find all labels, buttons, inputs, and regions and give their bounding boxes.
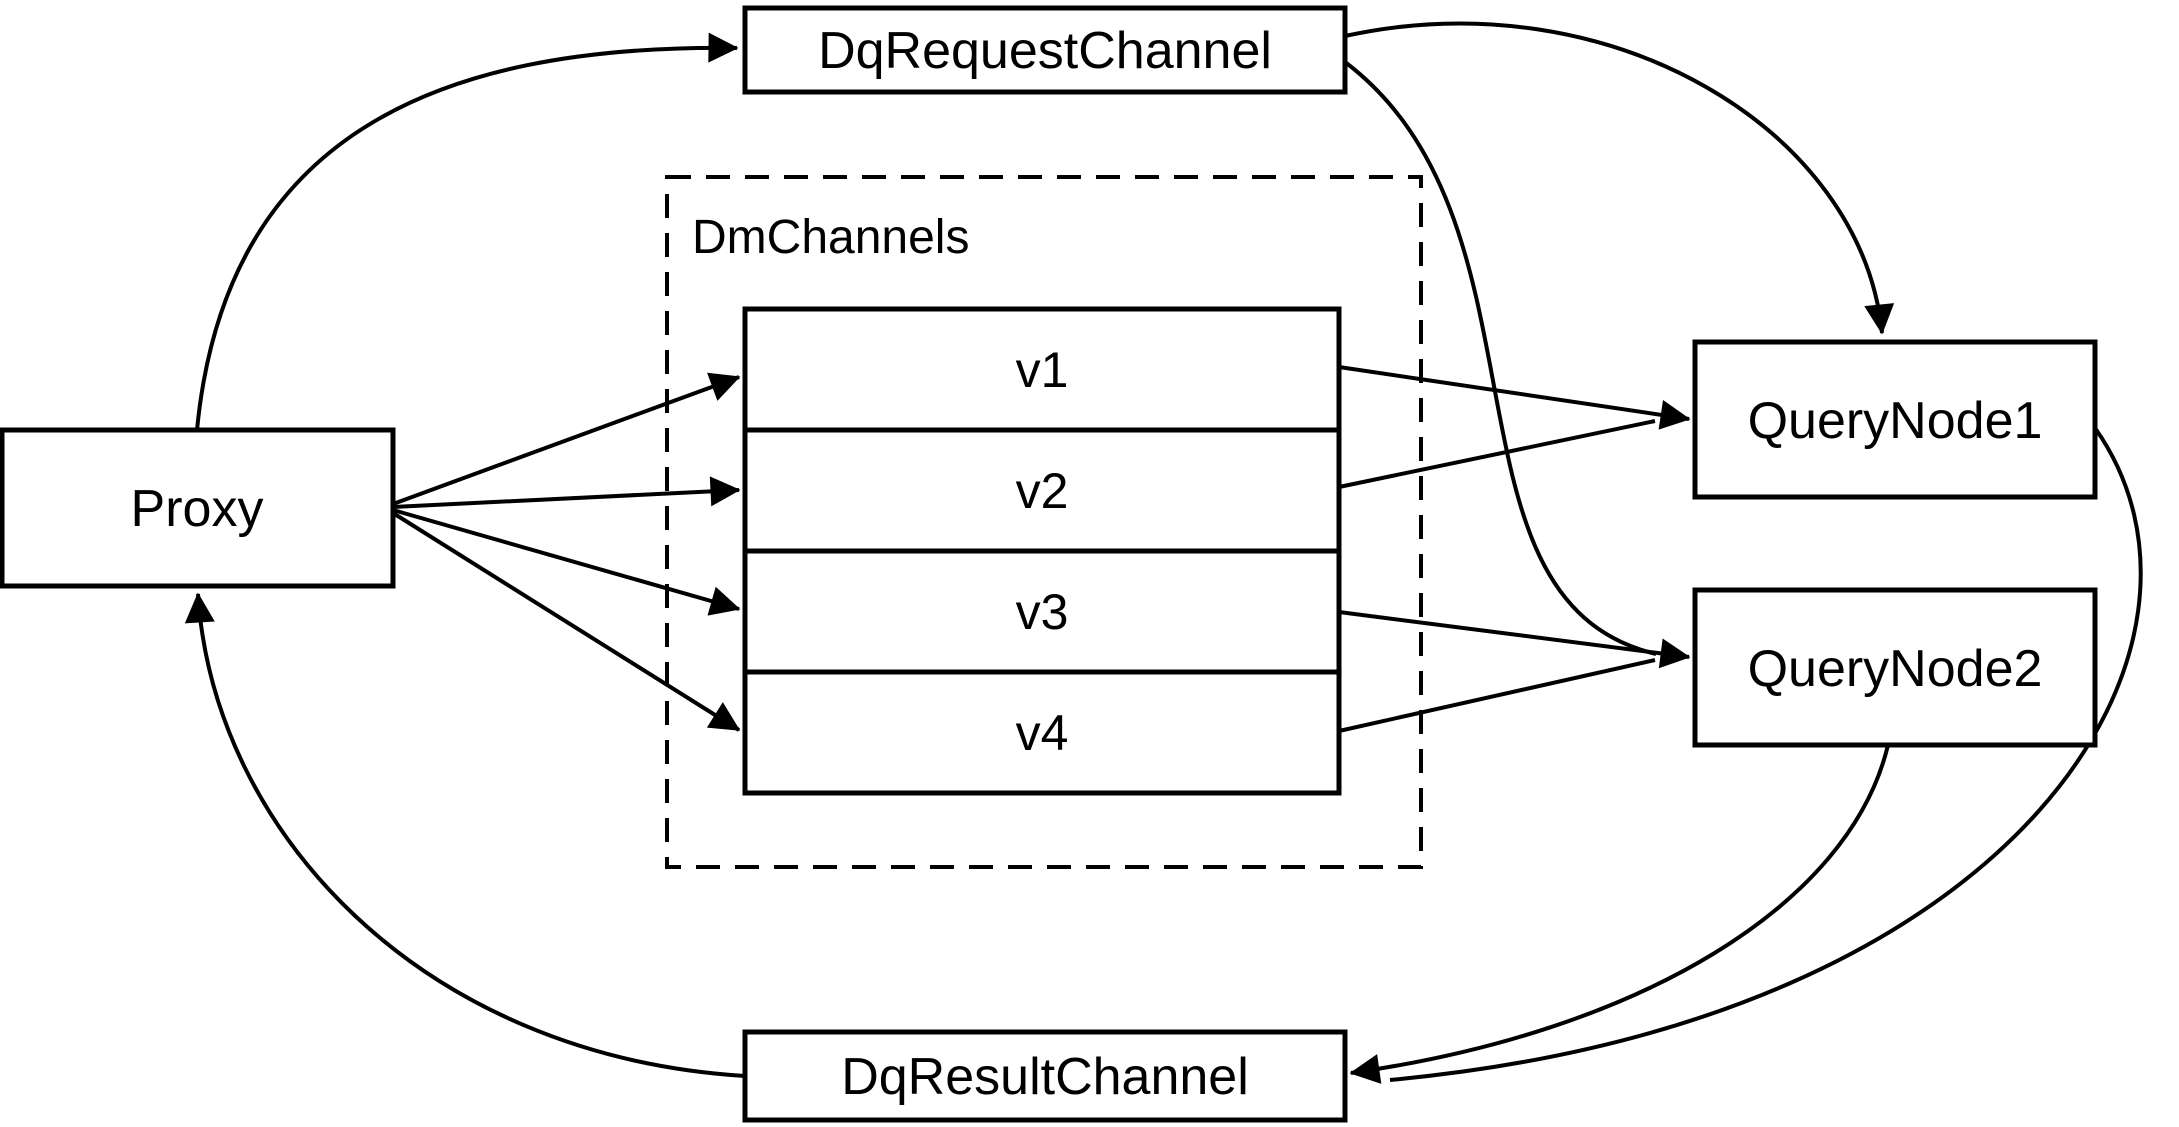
edge-proxy-to-v1 [392, 372, 741, 506]
dmchannels-group-box [665, 175, 1423, 869]
proxy-node-box [0, 427, 396, 589]
edge-v2-to-querynode1 [1338, 419, 1656, 489]
edge-proxy-to-dqrequestchannel [195, 32, 739, 431]
dqrequestchannel-node-label: DqRequestChannel [818, 22, 1272, 80]
edge-dqresultchannel-to-proxy [184, 592, 746, 1078]
edge-proxy-to-v4 [391, 511, 741, 732]
edge-querynode2-to-dqresultchannel [1349, 744, 1890, 1084]
edge-proxy-to-v3 [392, 508, 741, 616]
dmchannels-group-label: DmChannels [692, 211, 969, 264]
dqresultchannel-node-label: DqResultChannel [841, 1048, 1249, 1106]
querynode2-node-box [1692, 587, 2098, 748]
dqresultchannel-node-box [742, 1029, 1348, 1123]
edge-querynode1-to-dqresultchannel [1389, 426, 2143, 1082]
querynode2-node-label: QueryNode2 [1748, 640, 2043, 698]
proxy-node-label: Proxy [131, 480, 264, 538]
edge-dqrequestchannel-to-querynode2 [1343, 60, 1657, 656]
edge-dqrequestchannel-to-querynode1 [1344, 21, 1895, 335]
edge-proxy-to-v2 [392, 476, 741, 509]
edge-v1-to-querynode1 [1338, 365, 1691, 430]
edge-v3-to-querynode2 [1338, 610, 1691, 669]
channel-v1-label: v1 [1016, 342, 1069, 398]
channel-v3-label: v3 [1016, 584, 1069, 640]
querynode1-node-label: QueryNode1 [1748, 392, 2043, 450]
channel-v2-label: v2 [1016, 463, 1069, 519]
channel-v4-label: v4 [1016, 705, 1069, 761]
edge-v4-to-querynode2 [1338, 658, 1656, 733]
querynode1-node-box [1692, 339, 2098, 500]
dqrequestchannel-node-box [742, 5, 1348, 95]
